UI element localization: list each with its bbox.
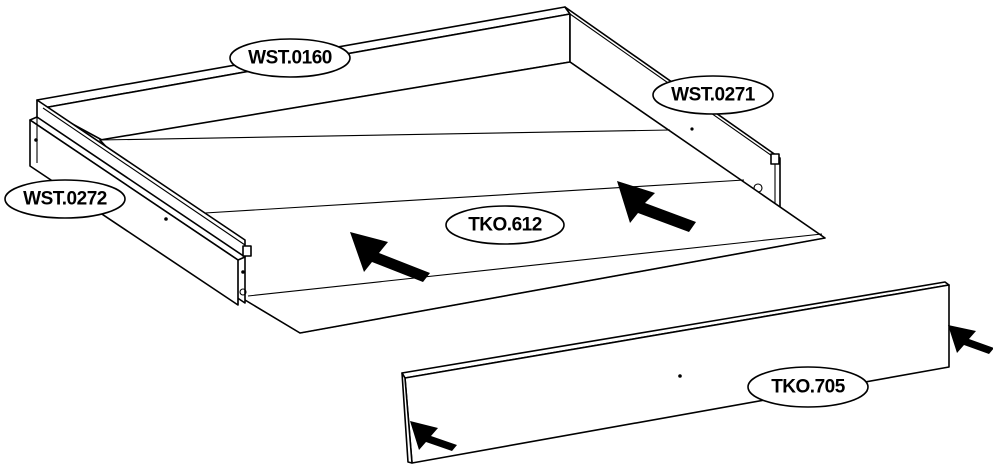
label-back-panel: WST.0160	[229, 38, 351, 78]
left-side-panel	[29, 99, 252, 306]
front-panel-hole	[678, 374, 682, 378]
bottom-board-edge-thickness	[247, 233, 823, 297]
label-bottom-board-text: TKO.612	[468, 215, 542, 236]
label-left-side-panel: WST.0272	[4, 179, 126, 219]
insert-direction-arrow-icon	[617, 181, 696, 232]
label-right-side-panel: WST.0271	[652, 75, 774, 115]
label-front-panel-text: TKO.705	[771, 377, 846, 398]
insert-direction-arrows	[350, 181, 993, 451]
left-panel-inner-line	[42, 107, 246, 246]
left-panel-hole-2	[164, 217, 168, 221]
bottom-board	[99, 61, 826, 334]
label-left-side-panel-text: WST.0272	[23, 189, 107, 210]
label-bottom-board: TKO.612	[445, 205, 565, 245]
left-panel-hole-1	[34, 138, 38, 142]
label-back-panel-text: WST.0160	[248, 48, 332, 69]
insert-direction-arrow-icon	[410, 421, 457, 451]
front-panel	[401, 281, 950, 464]
bottom-board-line-2	[204, 179, 745, 214]
right-panel-connector	[770, 153, 780, 165]
right-panel-dowel-hole	[690, 127, 694, 131]
front-panel-side-edge	[401, 372, 413, 464]
insert-direction-arrow-icon	[350, 232, 430, 282]
left-panel-connector	[242, 245, 252, 257]
bottom-board-front-edge	[244, 237, 826, 334]
front-panel-face	[404, 284, 950, 464]
left-panel-cam-hole	[239, 288, 247, 296]
left-panel-hole-3	[241, 270, 245, 274]
label-right-side-panel-text: WST.0271	[671, 85, 756, 106]
insert-direction-arrow-icon	[948, 325, 993, 354]
bottom-board-line-1	[99, 129, 671, 141]
label-front-panel: TKO.705	[747, 366, 869, 408]
